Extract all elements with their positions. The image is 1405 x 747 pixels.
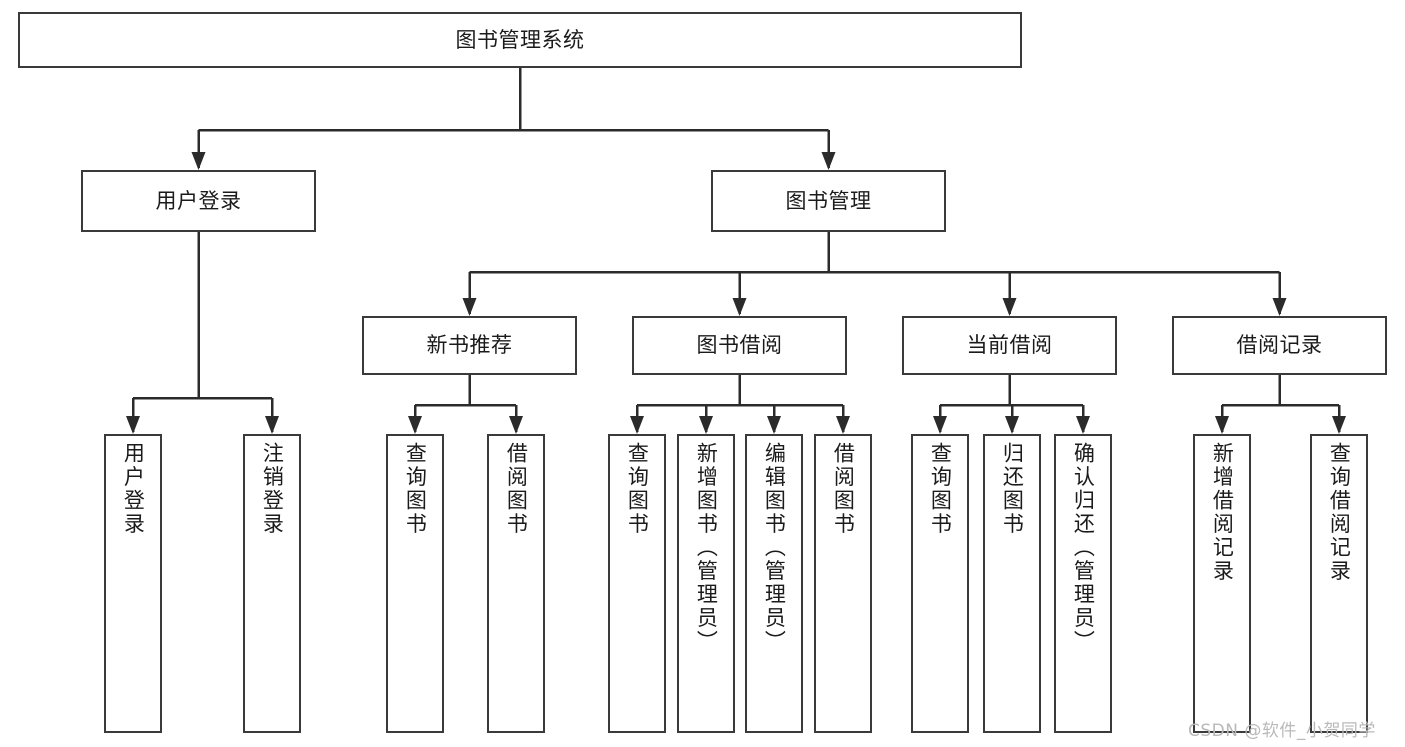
node-leaf-add-book[interactable]: 新增图书（管理员） xyxy=(677,434,735,733)
node-label: 借阅图书 xyxy=(504,442,529,536)
node-user-login[interactable]: 用户登录 xyxy=(81,170,316,232)
connector-arrowhead xyxy=(408,416,422,434)
node-label: 用户登录 xyxy=(155,188,242,213)
connector-arrowhead xyxy=(1076,416,1090,434)
connector-arrowhead xyxy=(265,416,279,434)
connector-arrowhead xyxy=(462,298,477,316)
connector-arrowhead xyxy=(836,416,850,434)
node-label: 图书管理系统 xyxy=(455,27,585,52)
node-leaf-query-book-1[interactable]: 查询图书 xyxy=(386,434,444,733)
node-label: 当前借阅 xyxy=(966,333,1053,358)
connector-arrowhead xyxy=(1005,416,1019,434)
node-label: 图书借阅 xyxy=(696,333,783,358)
connector-arrowhead xyxy=(732,298,747,316)
connector-arrowhead xyxy=(767,416,781,434)
node-label: 图书管理 xyxy=(785,188,872,213)
node-label: 新增图书（管理员） xyxy=(694,442,719,654)
node-leaf-borrow-book-1[interactable]: 借阅图书 xyxy=(487,434,545,733)
node-label: 查询图书 xyxy=(928,442,953,536)
node-book-manage[interactable]: 图书管理 xyxy=(711,170,946,232)
node-leaf-borrow-book-2[interactable]: 借阅图书 xyxy=(814,434,872,733)
node-borrow-record[interactable]: 借阅记录 xyxy=(1172,316,1387,375)
node-root[interactable]: 图书管理系统 xyxy=(18,12,1022,68)
node-leaf-query-record[interactable]: 查询借阅记录 xyxy=(1310,434,1368,733)
connector-arrowhead xyxy=(1272,298,1287,316)
node-label: 查询借阅记录 xyxy=(1327,442,1352,583)
node-label: 新增借阅记录 xyxy=(1210,442,1235,583)
connector-arrowhead xyxy=(191,152,206,170)
node-current-borrow[interactable]: 当前借阅 xyxy=(902,316,1117,375)
connector-arrowhead xyxy=(1002,298,1017,316)
node-label: 用户登录 xyxy=(121,442,146,536)
node-book-borrow[interactable]: 图书借阅 xyxy=(632,316,847,375)
node-label: 注销登录 xyxy=(260,442,285,536)
node-leaf-confirm-return[interactable]: 确认归还（管理员） xyxy=(1054,434,1112,733)
connector-arrowhead xyxy=(933,416,947,434)
connector-arrowhead xyxy=(699,416,713,434)
connector-arrowhead xyxy=(1215,416,1229,434)
node-leaf-edit-book[interactable]: 编辑图书（管理员） xyxy=(745,434,803,733)
node-label: 查询图书 xyxy=(403,442,428,536)
node-new-book-rec[interactable]: 新书推荐 xyxy=(362,316,577,375)
node-leaf-add-record[interactable]: 新增借阅记录 xyxy=(1193,434,1251,733)
node-label: 借阅记录 xyxy=(1236,333,1323,358)
node-label: 查询图书 xyxy=(625,442,650,536)
node-leaf-user-login[interactable]: 用户登录 xyxy=(104,434,162,733)
connector-arrowhead xyxy=(509,416,523,434)
node-leaf-query-book-2[interactable]: 查询图书 xyxy=(608,434,666,733)
node-label: 借阅图书 xyxy=(831,442,856,536)
node-leaf-query-book-3[interactable]: 查询图书 xyxy=(911,434,969,733)
node-leaf-logout[interactable]: 注销登录 xyxy=(243,434,301,733)
node-label: 归还图书 xyxy=(1000,442,1025,536)
node-label: 编辑图书（管理员） xyxy=(762,442,787,654)
node-label: 确认归还（管理员） xyxy=(1071,442,1096,654)
node-label: 新书推荐 xyxy=(426,333,513,358)
node-leaf-return-book[interactable]: 归还图书 xyxy=(983,434,1041,733)
connector-arrowhead xyxy=(1332,416,1346,434)
connector-arrowhead xyxy=(821,152,836,170)
connector-arrowhead xyxy=(126,416,140,434)
connector-arrowhead xyxy=(630,416,644,434)
